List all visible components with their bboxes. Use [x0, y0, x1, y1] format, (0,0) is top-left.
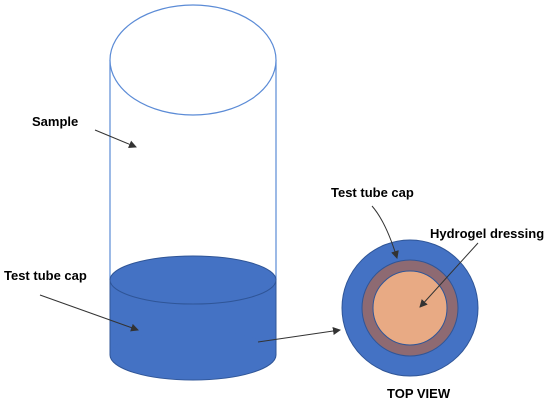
- sample-arrow: [94, 129, 137, 149]
- cap-top: [109, 255, 277, 305]
- test-tube-cap-side: [109, 255, 277, 381]
- tube-top-opening: [109, 4, 277, 116]
- label-top-view: TOP VIEW: [387, 386, 451, 401]
- hydrogel-arrow: [419, 242, 479, 308]
- top-view: [341, 239, 479, 377]
- test-tube: [109, 4, 277, 280]
- arrows: [39, 129, 479, 343]
- cap-right-arrow: [371, 205, 399, 259]
- label-cap-right: Test tube cap: [331, 185, 414, 200]
- cap-bottom-edge: [109, 354, 277, 381]
- label-cap-left: Test tube cap: [4, 268, 87, 283]
- cap-bottom: [110, 330, 276, 380]
- cap-left-arrow: [39, 294, 139, 332]
- top-view-hydrogel-disc: [372, 270, 448, 346]
- cap-to-topview-arrow: [257, 327, 341, 343]
- label-sample: Sample: [32, 114, 78, 129]
- label-hydrogel: Hydrogel dressing: [430, 226, 544, 241]
